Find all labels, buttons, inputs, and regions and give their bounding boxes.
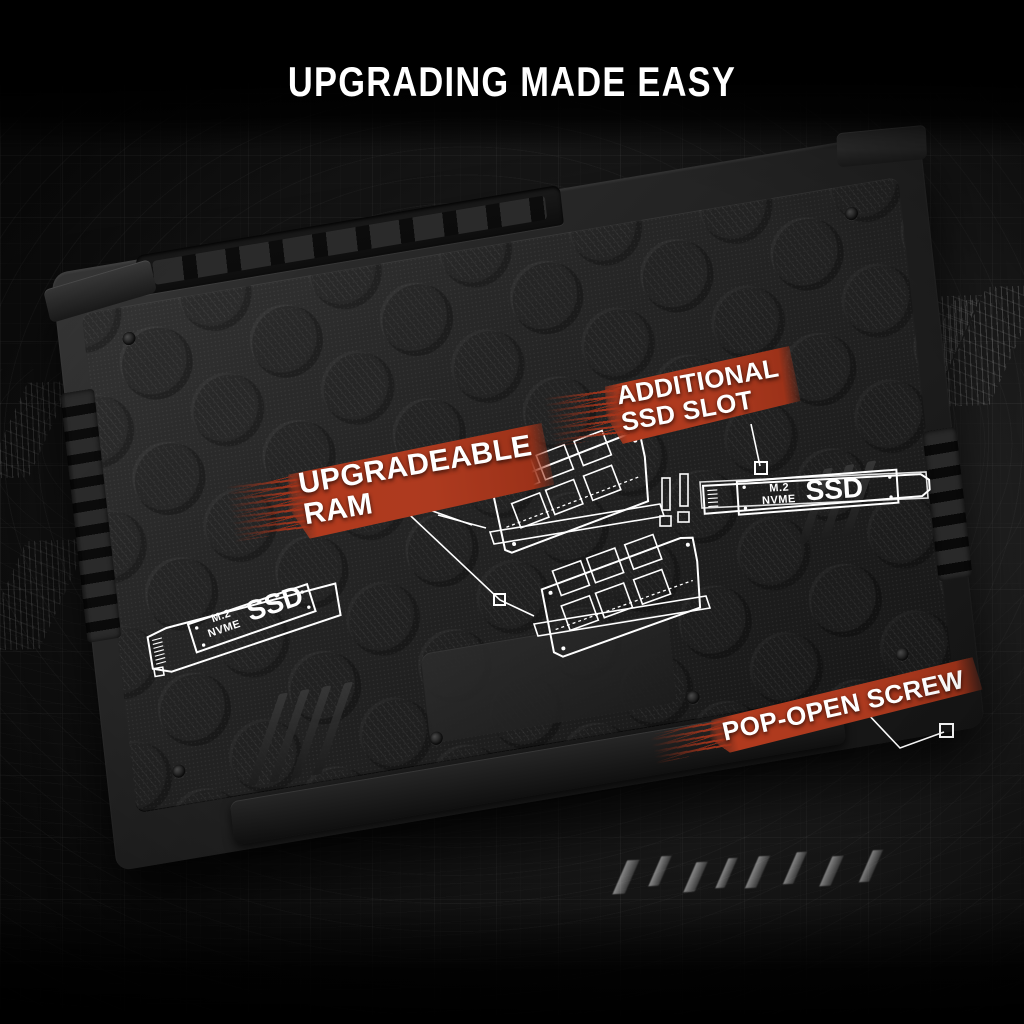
connector-marks	[659, 473, 690, 527]
page-title: UPGRADING MADE EASY	[287, 58, 737, 105]
ssd-connector-pins-left	[152, 637, 166, 665]
ram-socket-rail-lower	[532, 595, 712, 637]
bottom-black-band	[0, 904, 1024, 1024]
ssd-connector-pins-right	[707, 489, 719, 508]
ssd-left-ssd-text: SSD	[242, 579, 306, 627]
m2-ssd-left: M.2 NVME SSD	[146, 579, 342, 678]
leader-line-ssd-slot	[750, 423, 768, 475]
m2-ssd-right: M.2 NVME SSD	[701, 468, 931, 516]
ram-socket-rail-upper	[488, 503, 666, 545]
ram-module-lower	[540, 533, 702, 658]
top-black-band	[0, 0, 1024, 150]
